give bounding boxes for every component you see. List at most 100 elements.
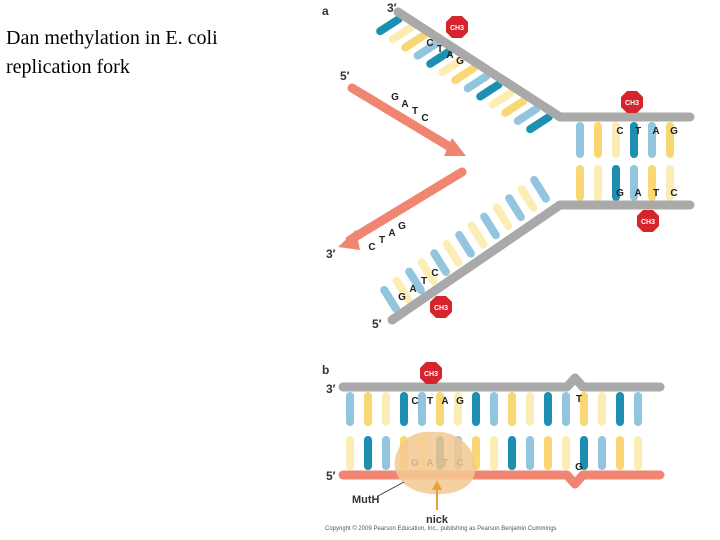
upper-3prime-label: 3′ (387, 1, 397, 15)
upper-fork-base-pair (413, 39, 441, 60)
lower-5prime-label: 5′ (372, 317, 382, 331)
panel-b-upper-letter: T (427, 396, 433, 407)
parent-top-base (666, 122, 674, 158)
lower-fork-base-pair (417, 258, 438, 286)
panel-b-upper-letter: C (411, 396, 418, 407)
panel-b-lower-base (382, 436, 390, 470)
lower-fork-base-pair (480, 212, 500, 240)
upper-fork-base-pair (526, 113, 553, 134)
svg-text:CH3: CH3 (434, 305, 448, 312)
title-line-2: replication fork (6, 56, 130, 78)
upper-fork-upper-letter: C (426, 38, 433, 49)
upper-fork-base-pair (513, 105, 541, 125)
lower-fork-base-pair (392, 276, 413, 304)
lower-fork-lower-letter: G (398, 292, 406, 303)
lower-new-strand-arrowhead (338, 230, 360, 250)
panel-b-upper-base (580, 392, 588, 426)
upper-fork-lower-letter: T (412, 106, 418, 117)
panel-b-upper-letter: A (441, 396, 448, 407)
parent-lower-letter: C (670, 188, 677, 199)
lower-fork-upper-letter: G (398, 221, 406, 232)
upper-fork-base-pair (451, 64, 478, 85)
upper-new-strand-arrowhead (444, 138, 466, 156)
lower-fork-upper-letter: C (368, 242, 375, 253)
panel-b-lower-base (544, 436, 552, 470)
upper-fork-base-pair (388, 23, 416, 44)
upper-fork-lower-letter: C (421, 113, 428, 124)
methyl-group-lower-fork: CH3 (430, 296, 452, 318)
lower-fork-upper-letter: A (388, 228, 395, 239)
panel-b-upper-base (562, 392, 570, 426)
panel-b-lower-base (346, 436, 354, 470)
lower-fork-base-pair (442, 240, 463, 267)
panel-b-upper-base (490, 392, 498, 426)
parent-bottom-base (594, 165, 602, 201)
panel-b-bases: CGTAATGCTG (346, 392, 642, 473)
lower-fork-base-pair (517, 185, 538, 212)
lower-fork-base-pair (530, 175, 550, 203)
lower-fork-lower-letter: C (431, 268, 438, 279)
panel-b-upper-base (472, 392, 480, 426)
lower-3prime-label: 3′ (326, 247, 336, 261)
svg-text:CH3: CH3 (625, 100, 639, 107)
panel-b-lower-base (598, 436, 606, 470)
svg-text:CH3: CH3 (424, 371, 438, 378)
panel-b-upper-base (634, 392, 642, 426)
panel-b-upper-base (418, 392, 426, 426)
parent-upper-letter: T (635, 126, 641, 137)
parent-lower-letter: G (616, 188, 624, 199)
upper-fork-upper-letter: T (437, 44, 443, 55)
upper-fork-base-pair (376, 15, 403, 36)
lower-fork-lower-letter: T (421, 276, 427, 287)
lower-fork-base-pair (380, 285, 400, 313)
svg-text:CH3: CH3 (641, 219, 655, 226)
parent-top-base (648, 122, 656, 158)
panel-b-upper-base (400, 392, 408, 426)
upper-new-strand (347, 83, 460, 155)
panel-b-lower-base (580, 436, 588, 470)
panel-b-upper-base (598, 392, 606, 426)
slide-title: Dan methylation in E. coli replication f… (6, 24, 306, 82)
panel-b-upper-base (544, 392, 552, 426)
methyl-group-parent-top: CH3 (621, 91, 643, 113)
parent-upper-letter: G (670, 126, 678, 137)
lower-fork-base-pair (455, 230, 475, 258)
upper-fork-upper-letter: G (456, 56, 464, 67)
panel-b-upper-base (436, 392, 444, 426)
lower-fork-base-pair (467, 221, 488, 249)
panel-b-lower-base (364, 436, 372, 470)
muth-label: MutH (352, 494, 380, 506)
parent-bottom-base (666, 165, 674, 201)
parent-top-base (594, 122, 602, 158)
panel-b-lower-base (562, 436, 570, 470)
methyl-group-upper-fork: CH3 (446, 16, 468, 38)
upper-fork-upper-letter: A (446, 50, 453, 61)
upper-5prime-label: 5′ (340, 69, 350, 83)
upper-fork-base-pair (438, 56, 466, 76)
panel-b-upper-base (454, 392, 462, 426)
panel-b-label: b (322, 363, 329, 377)
mismatch-upper-letter: T (576, 394, 582, 405)
lower-fork-base-pair (505, 194, 525, 221)
muth-protein (394, 431, 476, 495)
muth-pointer (377, 481, 405, 497)
upper-old-strand (393, 7, 565, 122)
upper-fork-lower-letter: A (401, 99, 408, 110)
panel-b-lower-base (526, 436, 534, 470)
panel-b-lower-base (634, 436, 642, 470)
panel-b-lower-base (616, 436, 624, 470)
title-line-1: Dan methylation in E. coli (6, 27, 218, 49)
lower-fork-upper-letter: T (379, 235, 385, 246)
lower-old-strand (387, 200, 565, 325)
parent-bottom-base (612, 165, 620, 201)
upper-fork-base-pair (401, 31, 428, 52)
upper-fork-base-pair (501, 96, 528, 117)
parent-top-base (630, 122, 638, 158)
panel-b-upper-base (382, 392, 390, 426)
panel-b-upper-letter: G (456, 396, 464, 407)
nick-arrow-head (432, 480, 442, 490)
panel-b-upper-base (346, 392, 354, 426)
parent-top-base (576, 122, 584, 158)
